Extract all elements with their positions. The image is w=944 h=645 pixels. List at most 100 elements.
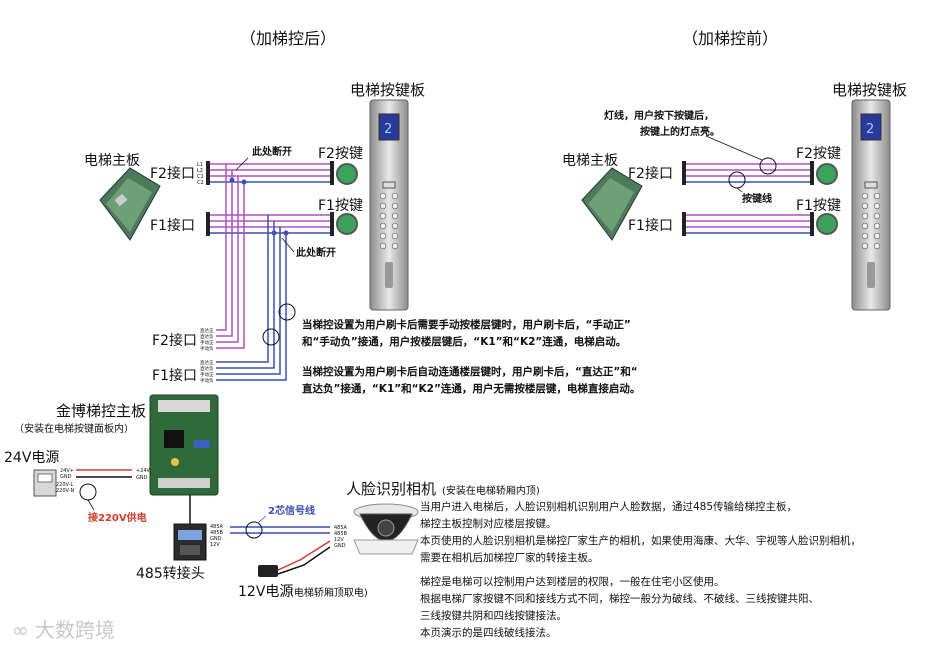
before-panel-label: 电梯按键板 [832,81,907,99]
supply12-wires [277,540,331,575]
summary-text: 梯控是电梯可以控制用户达到楼层的权限，一般在住宅小区使用。 根据电梯厂家按键不同… [420,574,819,642]
auto-note-line-1: 当梯控设置为用户刷卡后自动连通楼层键时，用户刷卡后，“直达正”和“ [302,366,638,378]
camera-desc-line-2: 梯控主板控制对应楼层按键。 [420,518,557,530]
supply12-label: 12V电源 [238,584,293,600]
after-cut-note-top: 此处断开 [252,145,292,158]
lower-f2-pin-2: 直达负 [200,333,214,340]
after-elevator-panel: 2 [369,99,409,311]
power-adapter-12v-icon [258,565,278,577]
lamp-note-line-1: 灯线，用户按下按键后， [604,109,714,122]
camera-pin-3: 12V [334,537,344,543]
auto-callout-circle [262,328,280,346]
summary-line-4: 本页演示的是四线破线接法。 [420,627,557,639]
auto-note-line-2: 直达负”接通，“K1”和“K2”连通，用户无需按楼层键，电梯直接启动。 [302,383,641,395]
summary-line-1: 梯控是电梯可以控制用户达到楼层的权限，一般在住宅小区使用。 [420,576,725,588]
lower-f2-pin-1: 直达正 [200,327,214,334]
camera-pin-1: 485A [334,525,348,531]
camera-desc-line-4: 需要在相机后加梯控厂家的转接主板。 [420,552,599,564]
after-f2-key-icon [336,163,358,185]
after-pin-l1: L1 [197,162,203,168]
watermark-text: 大数跨境 [35,618,116,642]
camera-note: (安装在电梯轿厢内顶) [442,484,540,497]
watermark: ∞ 大数跨境 [12,614,115,643]
after-board-label: 电梯主板 [84,153,140,169]
before-mainboard-image [581,167,643,241]
controller-title: 金博梯控主板 [56,402,146,420]
converter-pin-4: 12V [210,542,220,548]
lower-f2-pin-3: 手动正 [200,339,214,346]
lamp-note-line-2: 按键上的灯点亮。 [640,125,720,138]
lower-f1-pin-4: 手动负 [200,377,214,384]
after-drop-wires [216,164,287,381]
svg-text:2: 2 [384,122,392,137]
before-title: （加梯控前） [682,29,778,48]
controller-subtitle: （安装在电梯按键面板内） [14,422,134,435]
converter-pin-2: 485B [210,530,224,536]
before-f2-label: F2接口 [628,165,673,182]
converter-label: 485转接头 [136,565,205,582]
before-f1-key-label: F1按键 [796,198,841,214]
camera-title: 人脸识别相机 [346,480,436,498]
after-f2-wires [210,163,330,183]
before-board-label: 电梯主板 [562,153,618,169]
converter-pin-1: 485A [210,524,224,530]
before-wires [686,163,810,234]
after-pin-l2: L2 [197,168,203,174]
converter-pin-3: GND [210,536,222,542]
input-terminal-2: GND [136,475,148,481]
camera-desc-line-1: 当用户进入电梯后，人脸识别相机识别用户人脸数据，通过485传输给梯控主板， [420,501,798,513]
signal-callout-circle [245,521,263,539]
signal-label: 2芯信号线 [268,504,315,517]
before-elevator-panel: 2 [851,99,891,311]
after-f2-key-label: F2按键 [318,146,363,162]
lamp-wire-circle [759,157,777,175]
svg-text:2: 2 [866,122,874,137]
supply12-note: (电梯轿厢顶取电) [290,586,368,599]
after-connector-pins [206,161,334,236]
camera-pin-4: GND [334,543,346,549]
power-terminal-2: GND [60,474,72,480]
watermark-logo-icon: ∞ [12,618,29,642]
after-pin-c2: C2 [197,180,204,186]
summary-line-2: 根据电梯厂家按键不同和接线方式不同，梯控一般分为破线、不破线、三线按键共阳、 [420,593,819,605]
mains-note: 接220V供电 [88,511,147,524]
manual-callout-circle [278,303,296,321]
after-cut-note-bottom: 此处断开 [296,246,336,259]
before-f2-key-icon [816,163,838,185]
controller-board-image [149,394,219,496]
converter-485-image [173,523,207,561]
power-24v-label: 24V电源 [4,450,59,466]
power-supply-24v-image [33,469,57,497]
lower-f1-pin-2: 直达负 [200,365,214,372]
after-f1-key-icon [336,213,358,235]
manual-note-line-1: 当梯控设置为用户刷卡后需要手动按楼层键时，用户刷卡后，“手动正” [302,319,631,331]
after-lower-f2-label: F2接口 [152,332,197,349]
after-f2-label: F2接口 [150,165,195,182]
before-f1-key-icon [816,213,838,235]
input-terminal-1: +24V [136,468,151,474]
after-panel-label: 电梯按键板 [350,81,425,99]
power-terminal-1: 24V+ [60,468,74,474]
after-f1-key-label: F1按键 [318,198,363,214]
camera-description: 当用户进入电梯后，人脸识别相机识别用户人脸数据，通过485传输给梯控主板， 梯控… [420,499,861,567]
manual-note-line-2: 和“手动负”接通，用户按楼层键后，“K1”和“K2”连通，电梯启动。 [302,336,627,348]
lower-f2-pin-4: 手动负 [200,345,214,352]
after-pin-c1: C1 [197,174,204,180]
signal-wires [230,526,330,534]
mains-callout-circle [79,483,97,501]
after-mainboard-image [99,167,161,241]
after-f1-wires [210,214,330,234]
face-camera-image [353,503,419,555]
manual-mode-note: 当梯控设置为用户刷卡后需要手动按楼层键时，用户刷卡后，“手动正” 和“手动负”接… [302,317,631,351]
camera-pin-2: 485B [334,531,348,537]
before-f2-key-label: F2按键 [796,146,841,162]
after-lower-f1-label: F1接口 [152,367,197,384]
summary-line-3: 三线按键共阴和四线按键接法。 [420,610,567,622]
power-terminal-3: 220V-L [56,482,73,488]
camera-desc-line-3: 本页使用的人脸识别相机是梯控厂家生产的相机，如果使用海康、大华、宇视等人脸识别相… [420,535,861,547]
key-wire-circle [728,171,746,189]
auto-mode-note: 当梯控设置为用户刷卡后自动连通楼层键时，用户刷卡后，“直达正”和“ 直达负”接通… [302,364,640,398]
after-title: （加梯控后） [240,29,336,48]
lower-f1-pin-1: 直达正 [200,359,214,366]
